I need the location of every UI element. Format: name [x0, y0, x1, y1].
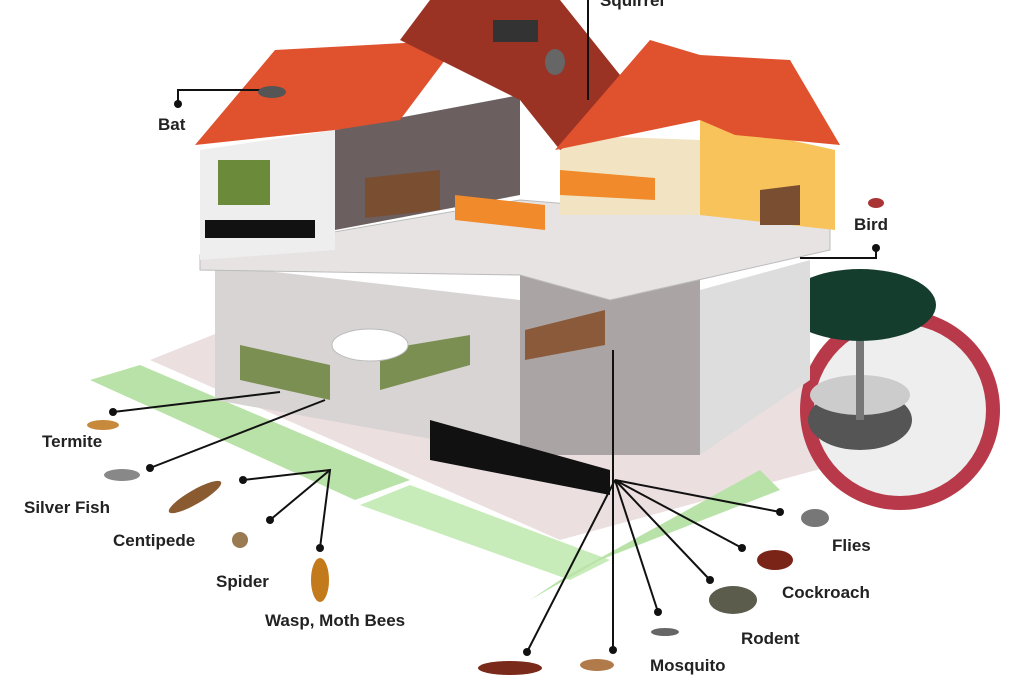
label-flies: Flies — [832, 536, 871, 555]
silverfish-icon — [104, 469, 140, 481]
tv — [218, 160, 270, 205]
label-termite: Termite — [42, 432, 102, 451]
flea-icon — [580, 659, 614, 671]
label-silver-fish: Silver Fish — [24, 498, 110, 517]
basement-room — [430, 420, 610, 495]
cockroach-icon — [757, 550, 793, 570]
ground-floor-side — [700, 260, 810, 455]
mosquito-icon — [651, 628, 679, 636]
dining-table — [331, 328, 409, 362]
label-centipede: Centipede — [113, 531, 195, 550]
label-cockroach: Cockroach — [782, 583, 870, 602]
tree-trunk — [856, 330, 864, 420]
callout-lines — [112, 0, 877, 653]
label-spider: Spider — [216, 572, 269, 591]
rodent-icon — [709, 586, 757, 614]
lawn-center — [360, 485, 610, 580]
skylight — [493, 20, 538, 42]
lawn-left — [90, 365, 410, 500]
desk-right — [760, 185, 800, 225]
yellow-wall — [700, 120, 835, 230]
roof-left — [195, 40, 460, 145]
bird-icon — [868, 198, 884, 208]
tv-stand — [205, 220, 315, 238]
callout-dots — [109, 100, 880, 656]
desk-ground — [525, 310, 605, 360]
label-bird: Bird — [854, 215, 888, 234]
squirrel-icon — [545, 49, 565, 75]
bed-1 — [455, 195, 545, 230]
sofa — [240, 345, 330, 400]
roof-center — [400, 0, 640, 150]
lawn-path — [530, 470, 780, 600]
desk-upper — [365, 170, 440, 218]
bat-icon — [258, 86, 286, 98]
label-rodent: Rodent — [741, 629, 800, 648]
tree-canopy — [784, 269, 936, 341]
roof-right — [555, 40, 840, 150]
fly-icon — [801, 509, 829, 527]
ant-icon — [478, 661, 542, 675]
wasp-icon — [311, 558, 329, 602]
label-squirrel: Squirrel — [600, 0, 664, 10]
centipede-icon — [168, 480, 222, 514]
label-bat: Bat — [158, 115, 186, 134]
ground-floor-back — [520, 270, 700, 455]
spider-icon — [232, 532, 248, 548]
label-wasp-moth-bees: Wasp, Moth Bees — [265, 611, 405, 630]
termite-icon — [87, 420, 119, 430]
label-mosquito: Mosquito — [650, 656, 726, 675]
bed-2 — [560, 170, 655, 200]
